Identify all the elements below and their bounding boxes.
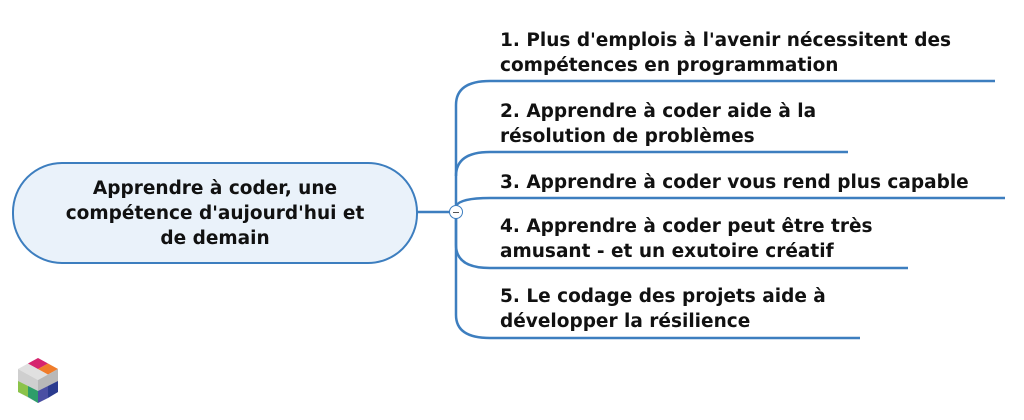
topic-1-line-2: compétences en programmation [500,55,839,76]
topic-5-line-2: développer la résilience [500,311,751,332]
cube-logo-icon [18,358,58,403]
central-topic-label: Apprendre à coder, une compétence d'aujo… [65,177,365,249]
topic-4-line-2: amusant - et un exutoire créatif [500,241,834,262]
topic-2[interactable]: 2. Apprendre à coder aide à la résolutio… [500,99,816,149]
branch-2 [454,150,848,177]
minus-circle-icon[interactable] [449,205,463,219]
topic-3-line-1: 3. Apprendre à coder vous rend plus capa… [500,172,969,193]
topic-2-line-1: 2. Apprendre à coder aide à la [500,101,817,122]
branch-1 [454,79,995,206]
topic-1[interactable]: 1. Plus d'emplois à l'avenir nécessitent… [500,28,951,78]
topic-3[interactable]: 3. Apprendre à coder vous rend plus capa… [500,170,969,195]
central-topic[interactable]: Apprendre à coder, une compétence d'aujo… [12,162,418,264]
topic-5-line-1: 5. Le codage des projets aide à [500,286,826,307]
topic-4-line-1: 4. Apprendre à coder peut être très [500,216,873,237]
topic-1-line-1: 1. Plus d'emplois à l'avenir nécessitent… [500,30,952,51]
topic-5[interactable]: 5. Le codage des projets aide à développ… [500,284,826,334]
topic-2-line-2: résolution de problèmes [500,126,755,147]
branch-3 [454,196,1005,207]
topic-4[interactable]: 4. Apprendre à coder peut être très amus… [500,214,873,264]
branch-5 [454,218,860,340]
